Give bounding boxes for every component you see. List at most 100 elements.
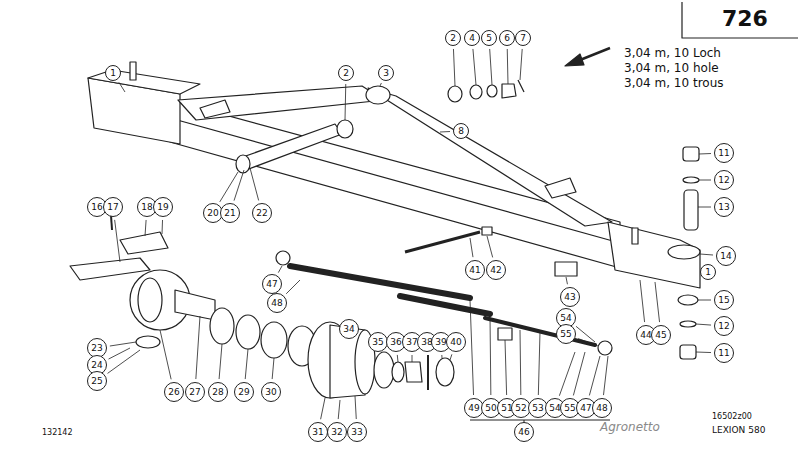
leader-line (250, 168, 259, 200)
leader-line (380, 83, 381, 86)
plate (555, 262, 577, 276)
callout-number: 3 (378, 65, 394, 81)
callout-number: 40 (446, 332, 466, 352)
callout-number: 45 (651, 325, 671, 345)
callout-number: 29 (234, 382, 254, 402)
callout-number: 35 (368, 332, 388, 352)
leader-line (440, 131, 450, 132)
leader-line (473, 49, 476, 85)
callout-number: 34 (339, 319, 359, 339)
leader-line (109, 348, 130, 359)
split-pin (518, 80, 524, 92)
callout-number: 8 (453, 123, 469, 139)
leader-line (412, 355, 413, 362)
clamp (498, 328, 512, 340)
note-text: 3,04 m, 10 hole (624, 61, 719, 75)
pivot-shaft (240, 124, 342, 170)
ring (487, 85, 497, 97)
leader-line (450, 354, 452, 360)
leader-line (338, 400, 340, 419)
callout-number: 47 (262, 274, 282, 294)
tie-rod (290, 266, 470, 298)
leader-line (698, 300, 711, 301)
leader-line (453, 49, 455, 86)
leader-line (115, 220, 120, 262)
leader-line (162, 220, 164, 234)
callout-number: 19 (153, 197, 173, 217)
leader-line (487, 236, 493, 257)
beam-edge (170, 118, 620, 243)
hub-cap (436, 358, 454, 386)
steering-arm (70, 258, 150, 280)
callout-number: 22 (252, 203, 272, 223)
leader-line (286, 280, 300, 294)
leader-line (576, 326, 595, 342)
leader-line (490, 316, 492, 395)
callout-number: 6 (499, 30, 515, 46)
callout-number: 55 (556, 324, 576, 344)
callout-number: 14 (716, 246, 736, 266)
kingpin (684, 190, 698, 230)
leader-line (603, 356, 608, 395)
callout-number: 13 (714, 197, 734, 217)
leader-line (278, 266, 282, 273)
leader-line (573, 352, 585, 395)
callout-number: 17 (103, 197, 123, 217)
callout-number: 27 (185, 382, 205, 402)
leader-line (655, 282, 660, 322)
leader-line (589, 356, 600, 395)
watermark: Agronetto (600, 420, 660, 434)
knuckle-face (138, 278, 162, 322)
callout-number: 15 (714, 290, 734, 310)
callout-number: 48 (592, 398, 612, 418)
callout-number: 43 (560, 287, 580, 307)
note-text: 132142 (42, 428, 73, 437)
leader-line (507, 49, 509, 84)
block (200, 100, 230, 118)
a-frame-arm (368, 88, 612, 226)
leader-line (559, 352, 575, 396)
callout-number: 12 (714, 316, 734, 336)
leader-line (566, 277, 567, 284)
leader-line (538, 332, 540, 395)
leader-line (490, 49, 492, 85)
bracket (130, 62, 136, 80)
pivot-eye (366, 86, 390, 104)
leader-line (110, 342, 136, 346)
axle-beam (170, 100, 620, 268)
leader-line (108, 350, 140, 373)
callout-number: 48 (267, 293, 287, 313)
callout-number: 12 (714, 170, 734, 190)
leader-line (578, 339, 598, 346)
note-text: 3,04 m, 10 Loch (624, 46, 721, 60)
callout-number: 28 (208, 382, 228, 402)
callout-number: 4 (464, 30, 480, 46)
a-frame-arm (178, 86, 384, 120)
callout-number: 11 (714, 143, 734, 163)
split-pin (427, 355, 429, 390)
leader-line (234, 170, 244, 201)
beam-end-right (608, 222, 700, 288)
tie-rod (400, 296, 490, 314)
leader-line (196, 316, 200, 379)
leader-line (355, 396, 356, 419)
bolt (405, 232, 480, 252)
bracket (632, 228, 638, 244)
callout-number: 21 (220, 203, 240, 223)
kingpin-eye (668, 245, 700, 259)
block (545, 178, 576, 198)
knuckle-top (120, 232, 168, 254)
bearing (261, 322, 287, 358)
leader-line (145, 220, 146, 236)
callout-number: 25 (87, 371, 107, 391)
callout-number: 1 (700, 264, 716, 280)
bushing (680, 345, 696, 359)
leader-line (245, 349, 248, 379)
bushing (683, 147, 699, 161)
leader-line (160, 330, 171, 379)
leader-line (397, 355, 399, 362)
callout-number: 11 (714, 343, 734, 363)
leader-line (505, 340, 507, 395)
ball-joint (598, 341, 612, 355)
washer (470, 85, 482, 99)
